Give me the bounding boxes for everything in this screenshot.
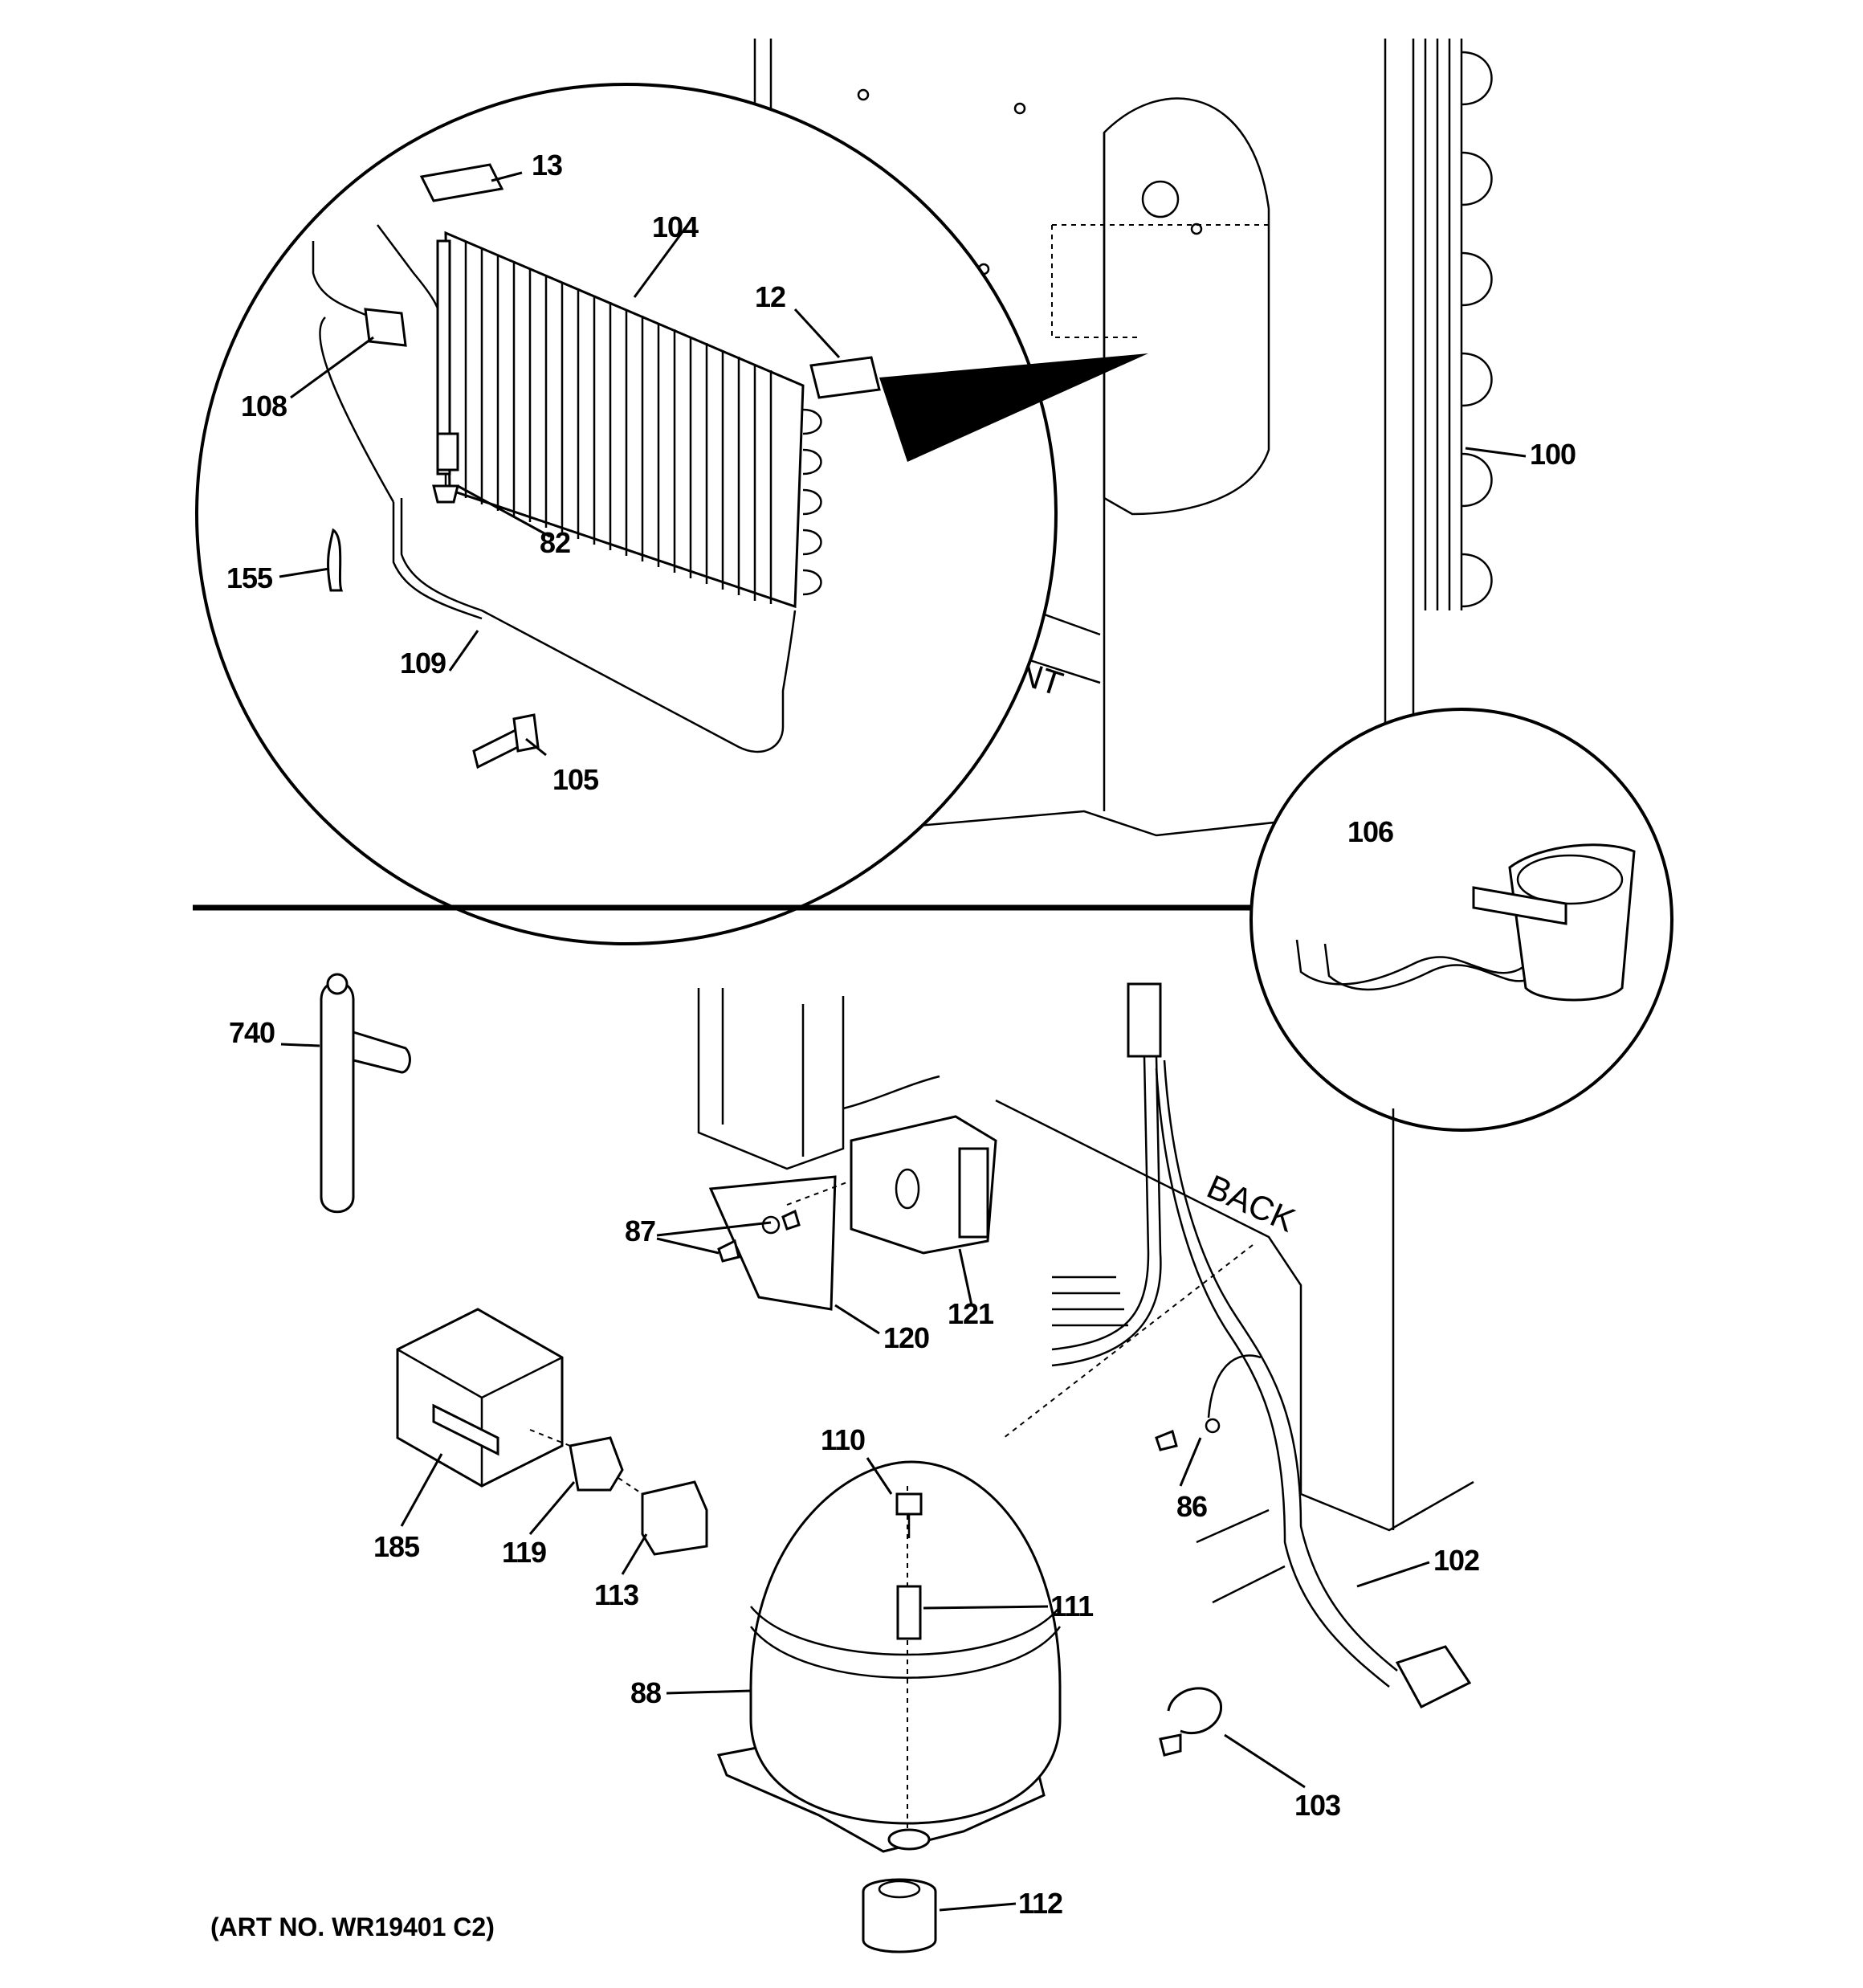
- callout-106: 106: [1347, 815, 1393, 848]
- condenser-coil: [1424, 39, 1493, 610]
- callout-113: 113: [594, 1578, 638, 1611]
- callout-103: 103: [1294, 1789, 1340, 1822]
- timer-assembly: [708, 1115, 997, 1311]
- callout-13: 13: [532, 149, 562, 182]
- relay-parts: [396, 1308, 708, 1556]
- callout-109: 109: [400, 647, 446, 680]
- callout-100: 100: [1530, 438, 1576, 471]
- callout-88: 88: [630, 1676, 661, 1709]
- art-number-caption: (ART NO. WR19401 C2): [210, 1912, 495, 1941]
- callout-120: 120: [883, 1321, 929, 1354]
- callout-121: 121: [948, 1297, 994, 1330]
- callout-12: 12: [755, 280, 785, 313]
- callout-104: 104: [652, 210, 699, 243]
- callout-105: 105: [552, 763, 599, 796]
- callout-110: 110: [821, 1423, 865, 1456]
- part-labels: 13 104 12 108 82 155 109 105 100 106 740…: [226, 149, 1576, 1920]
- callout-185: 185: [373, 1530, 420, 1563]
- callout-119: 119: [502, 1536, 546, 1569]
- wiring-harness: [1051, 982, 1472, 1708]
- overload-detail-circle: [1249, 708, 1673, 1132]
- evaporator-detail-circle: [195, 83, 1148, 945]
- callout-86: 86: [1176, 1490, 1207, 1523]
- drier: [320, 973, 411, 1214]
- callout-108: 108: [241, 390, 287, 423]
- callout-111: 111: [1050, 1590, 1094, 1623]
- callout-102: 102: [1433, 1544, 1479, 1577]
- callout-82: 82: [540, 526, 570, 559]
- callout-87: 87: [625, 1214, 655, 1247]
- callout-155: 155: [226, 561, 273, 594]
- leader-lines: [279, 171, 1527, 1912]
- compressor: [716, 1460, 1222, 1953]
- callout-740: 740: [229, 1016, 275, 1049]
- callout-112: 112: [1018, 1887, 1062, 1920]
